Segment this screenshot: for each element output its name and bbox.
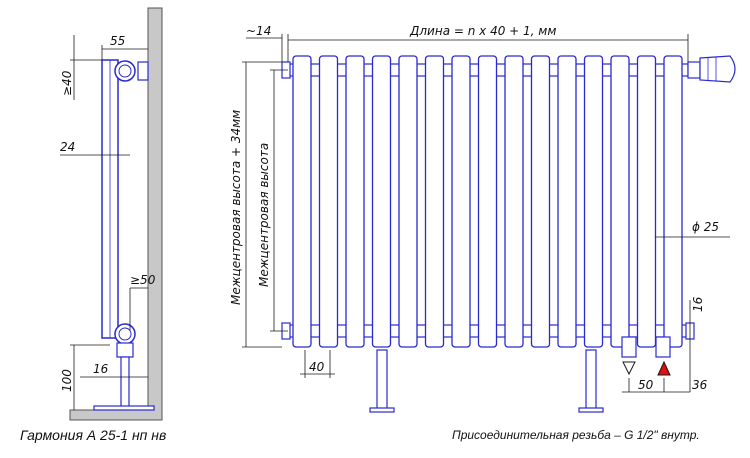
side-view: 55 ≥40 24 ≥50 16 100 <box>60 7 163 421</box>
dim-front-tube: ϕ 25 <box>692 220 719 234</box>
radiator-section <box>398 55 418 348</box>
connection-left <box>621 336 637 358</box>
radiator-section <box>292 55 312 348</box>
radiator-section <box>504 55 524 348</box>
leg-left <box>376 349 388 411</box>
thermostatic-head <box>687 55 736 83</box>
dim-side-width: 55 <box>110 34 125 48</box>
dim-side-depth: 24 <box>60 140 75 154</box>
flow-out-arrow <box>622 361 636 376</box>
dim-front-length: Длина = n х 40 + 1, мм <box>409 24 556 38</box>
radiator-section <box>557 55 577 348</box>
radiator-section <box>583 55 604 348</box>
radiator-section <box>318 55 339 348</box>
radiator-section <box>451 55 471 348</box>
dim-front-edge: 36 <box>692 378 708 392</box>
dim-side-pipe: 16 <box>93 362 109 376</box>
radiator-section <box>345 55 365 348</box>
side-leg <box>120 356 130 408</box>
radiator-section <box>424 55 445 348</box>
dim-front-conn: 50 <box>638 378 654 392</box>
radiator-section <box>610 55 630 348</box>
radiator-section <box>477 55 498 348</box>
leg-right <box>585 349 597 411</box>
sections <box>292 55 683 348</box>
dim-front-section: 40 <box>309 360 325 374</box>
connection-right <box>655 336 671 358</box>
model-caption: Гармония А 25-1 нп нв <box>20 427 167 443</box>
dim-front-height-center: Межцентровая высота <box>257 143 271 287</box>
radiator-section <box>530 55 551 348</box>
dim-side-bottom: ≥50 <box>130 273 156 287</box>
thread-caption: Присоединительная резьба – G 1/2" внутр. <box>452 428 700 442</box>
dim-front-height-total: Межцентровая высота + 34мм <box>229 110 243 305</box>
front-view: ~14 Длина = n х 40 + 1, мм Межцентровая … <box>229 24 736 413</box>
dim-front-bottom-gap: 16 <box>691 296 705 312</box>
radiator-section <box>636 55 657 348</box>
flow-in-arrow <box>657 360 671 376</box>
radiator-section <box>371 55 392 348</box>
radiator-section <box>663 55 683 348</box>
dim-front-offset: ~14 <box>246 24 271 38</box>
dim-side-top: ≥40 <box>60 70 74 96</box>
dim-side-floor: 100 <box>60 369 74 392</box>
